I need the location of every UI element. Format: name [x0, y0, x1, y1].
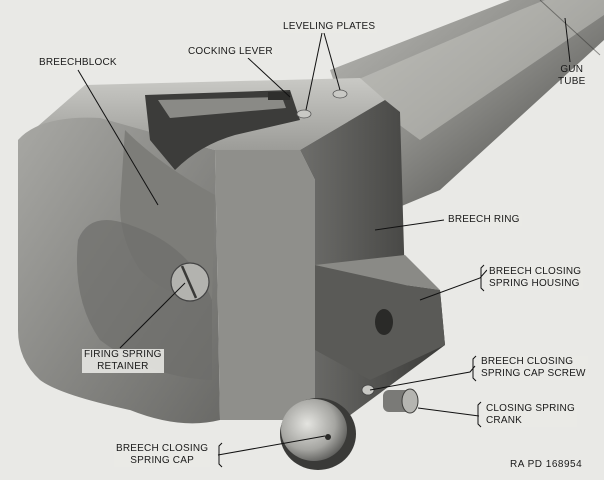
label-breech-closing-spring-housing-line2: SPRING HOUSING: [489, 278, 580, 289]
leader-spring-housing: [419, 269, 488, 301]
label-closing-spring-crank-line1: CLOSING SPRING: [486, 403, 575, 414]
label-cap-screw-line1: BREECH CLOSING: [481, 356, 574, 367]
leader-leveling-plate-left: [305, 32, 323, 111]
leader-leveling-plate-right: [323, 32, 341, 91]
closing-spring-crank: [383, 388, 419, 414]
leader-gun-tube: [564, 17, 571, 63]
label-breech-closing-spring-cap-screw: BREECH CLOSING SPRING CAP SCREW: [479, 356, 588, 380]
label-cocking-lever: COCKING LEVER: [186, 46, 275, 58]
label-gun-tube-line1: GUN: [560, 64, 584, 75]
label-spring-cap-line1: BREECH CLOSING: [116, 443, 209, 454]
figure-reference: RA PD 168954: [510, 459, 583, 470]
label-firing-spring-retainer: FIRING SPRING RETAINER: [82, 349, 164, 373]
label-breech-closing-spring-cap: BREECH CLOSING SPRING CAP: [114, 443, 211, 467]
leader-breech-ring: [374, 219, 445, 231]
label-breechblock: BREECHBLOCK: [37, 57, 119, 69]
label-breech-closing-spring-housing: BREECH CLOSING SPRING HOUSING: [487, 266, 584, 290]
leader-closing-spring-crank: [417, 407, 480, 417]
label-firing-spring-retainer-line2: RETAINER: [97, 361, 149, 372]
leader-lines: [77, 17, 571, 456]
label-closing-spring-crank-line2: CRANK: [486, 415, 523, 426]
label-firing-spring-retainer-line1: FIRING SPRING: [84, 349, 162, 360]
breech-ring-body: [18, 78, 445, 430]
label-breech-ring: BREECH RING: [446, 214, 522, 226]
cocking-lever: [268, 92, 290, 100]
breech-closing-spring-cap: [280, 398, 356, 470]
leader-spring-cap: [217, 435, 326, 456]
label-closing-spring-crank: CLOSING SPRING CRANK: [484, 403, 577, 427]
leveling-plate-left: [296, 109, 312, 119]
label-spring-cap-line2: SPRING CAP: [130, 455, 194, 466]
label-gun-tube: GUN TUBE: [556, 64, 587, 88]
breech-closing-spring-cap-screw: [361, 384, 375, 396]
leveling-plate-right: [332, 89, 348, 99]
spring-housing-bore: [375, 309, 393, 335]
label-gun-tube-line2: TUBE: [558, 76, 586, 87]
leader-breechblock: [77, 69, 159, 206]
leader-cocking-lever: [247, 57, 291, 98]
label-leveling-plates: LEVELING PLATES: [281, 21, 378, 33]
label-brackets: [218, 264, 485, 468]
label-breech-closing-spring-housing-line1: BREECH CLOSING: [489, 266, 582, 277]
label-cap-screw-line2: SPRING CAP SCREW: [481, 368, 586, 379]
leader-firing-spring-retainer: [119, 282, 186, 349]
